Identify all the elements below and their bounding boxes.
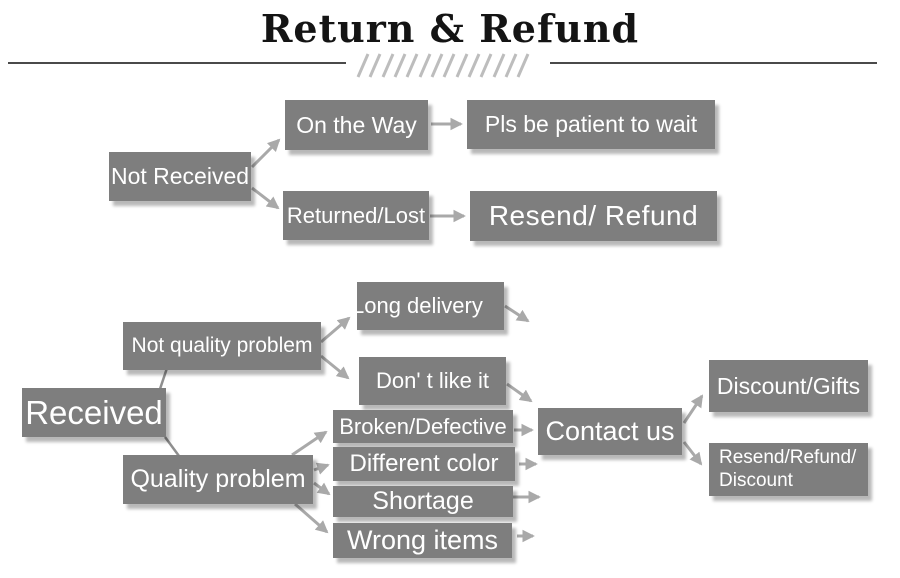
node-on-the-way-label: On the Way xyxy=(296,111,417,138)
line-received-to-not-quality-problem xyxy=(158,367,169,390)
arrow-long-delivery-out xyxy=(504,304,530,323)
arrow-contact-to-resend-refund-discount xyxy=(682,441,703,466)
node-dont-like-it: Don' t like it xyxy=(359,357,506,405)
page-title: Return & Refund xyxy=(260,6,640,51)
node-resend-refund: Resend/ Refund xyxy=(470,191,717,241)
node-received-label: Received xyxy=(25,393,163,431)
node-different-color: Different color xyxy=(333,447,515,481)
node-pls-be-patient-label: Pls be patient to wait xyxy=(484,111,698,137)
arrow-qp-to-shortage xyxy=(313,481,331,496)
node-not-quality-problem-label: Not quality problem xyxy=(131,334,313,357)
node-broken-defective-label: Broken/Defective xyxy=(339,413,507,439)
node-not-received: Not Received xyxy=(109,152,251,201)
node-shortage: Shortage xyxy=(333,486,513,517)
node-returned-lost-label: Returned/Lost xyxy=(286,202,426,228)
arrow-qp-to-broken-defective xyxy=(291,430,328,457)
arrow-not-received-to-returned-lost xyxy=(251,186,280,210)
node-contact-us: Contact us xyxy=(538,408,682,455)
line-received-to-quality-problem xyxy=(163,436,181,457)
node-resend-refund-label: Resend/ Refund xyxy=(488,200,699,231)
node-resend-refund-discount-label: Resend/Refund/ Discount xyxy=(719,446,857,491)
node-returned-lost: Returned/Lost xyxy=(283,191,429,240)
node-broken-defective: Broken/Defective xyxy=(333,410,513,443)
node-dont-like-it-label: Don' t like it xyxy=(375,368,490,393)
arrow-nqp-to-dont-like-it xyxy=(320,354,350,380)
node-contact-us-label: Contact us xyxy=(545,416,675,446)
node-not-received-label: Not Received xyxy=(110,163,250,189)
node-on-the-way: On the Way xyxy=(285,100,428,150)
arrow-dont-like-it-out xyxy=(506,382,533,403)
node-discount-gifts: Discount/Gifts xyxy=(709,360,868,412)
arrow-qp-to-wrong-items xyxy=(294,502,329,534)
node-received: Received xyxy=(22,388,166,437)
node-quality-problem-label: Quality problem xyxy=(130,465,306,493)
arrow-qp-to-different-color xyxy=(313,462,330,475)
node-shortage-label: Shortage xyxy=(372,487,474,515)
node-long-delivery-label: Long delivery xyxy=(357,293,483,318)
node-pls-be-patient: Pls be patient to wait xyxy=(467,100,715,149)
divider-hatch-marks xyxy=(356,53,530,78)
node-discount-gifts-label: Discount/Gifts xyxy=(716,372,861,399)
node-long-delivery: Long delivery xyxy=(357,282,504,330)
arrow-nqp-to-long-delivery xyxy=(320,316,351,344)
node-not-quality-problem: Not quality problem xyxy=(123,322,321,370)
node-wrong-items: Wrong items xyxy=(333,523,512,558)
arrow-not-received-to-on-the-way xyxy=(250,138,281,169)
node-quality-problem: Quality problem xyxy=(123,455,313,504)
arrow-contact-to-discount-gifts xyxy=(682,394,704,424)
node-resend-refund-discount: Resend/Refund/ Discount xyxy=(709,443,868,496)
node-wrong-items-label: Wrong items xyxy=(346,525,499,555)
node-different-color-label: Different color xyxy=(349,450,499,477)
